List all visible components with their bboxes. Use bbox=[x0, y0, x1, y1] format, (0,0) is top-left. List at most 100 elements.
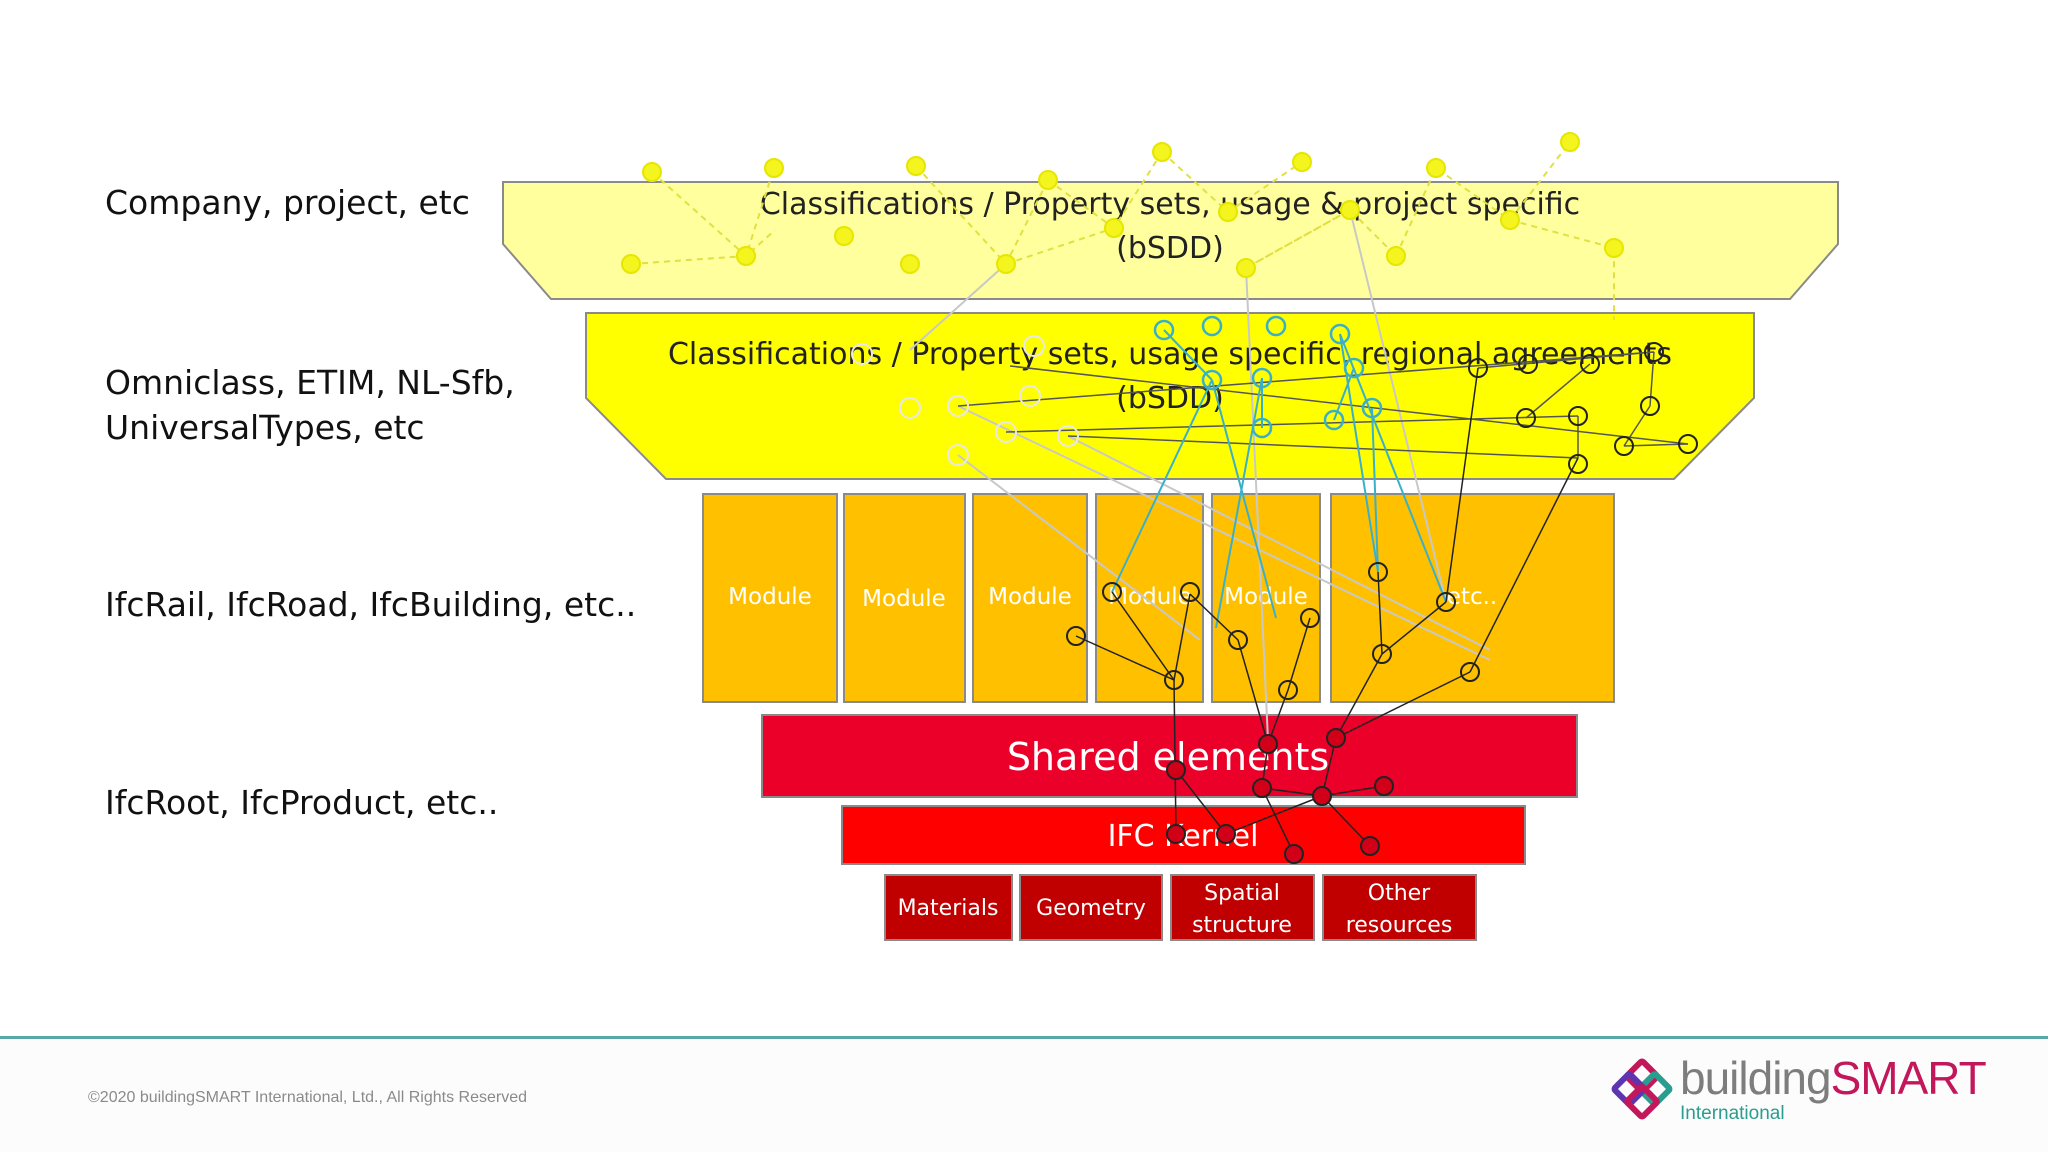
resource-label-structure: structure bbox=[1192, 913, 1292, 938]
link-line bbox=[909, 263, 1007, 351]
graph-node bbox=[1678, 434, 1698, 454]
copyright-text: ©2020 buildingSMART International, Ltd.,… bbox=[88, 1089, 527, 1106]
link-line bbox=[1005, 415, 1579, 433]
graph-node bbox=[1372, 644, 1392, 664]
layer-top-shape bbox=[502, 181, 1839, 300]
module-label: Module bbox=[728, 584, 812, 610]
graph-node bbox=[947, 444, 969, 466]
graph-node bbox=[1368, 562, 1388, 582]
layer-top-title: Classifications / Property sets, usage &… bbox=[760, 187, 1580, 222]
graph-node bbox=[1360, 836, 1380, 856]
graph-node bbox=[1340, 200, 1360, 220]
graph-node bbox=[1023, 335, 1045, 357]
graph-node bbox=[900, 254, 920, 274]
module-label: Module bbox=[1224, 584, 1308, 610]
link-line bbox=[1215, 377, 1263, 629]
module-label: Module bbox=[988, 584, 1072, 610]
graph-node bbox=[1284, 844, 1304, 864]
grey-lines bbox=[909, 209, 1491, 741]
resource-box bbox=[1322, 874, 1477, 941]
graph-node bbox=[642, 162, 662, 182]
graph-node bbox=[1292, 152, 1312, 172]
link-line bbox=[957, 351, 1655, 407]
resource-box bbox=[1019, 874, 1163, 941]
graph-node bbox=[1019, 385, 1041, 407]
link-line bbox=[1267, 617, 1311, 745]
buildingsmart-logo-icon bbox=[1611, 1058, 1673, 1120]
link-line bbox=[1067, 435, 1491, 651]
graph-node bbox=[1426, 158, 1446, 178]
footer-background bbox=[0, 1039, 2048, 1152]
link-line bbox=[1525, 363, 1591, 419]
mesh-line bbox=[1509, 219, 1615, 320]
graph-node bbox=[1180, 582, 1200, 602]
label-ifcroot-product: IfcRoot, IfcProduct, etc.. bbox=[105, 783, 499, 822]
graph-node bbox=[1152, 142, 1172, 162]
graph-node bbox=[1312, 786, 1332, 806]
graph-node bbox=[1153, 319, 1175, 341]
buildingsmart-logo: buildingSMART International bbox=[1610, 1052, 1987, 1125]
graph-node bbox=[1251, 367, 1273, 389]
footer-divider bbox=[0, 1036, 2048, 1039]
module-box bbox=[1211, 493, 1321, 703]
mesh-line bbox=[1047, 179, 1115, 229]
graph-node bbox=[947, 395, 969, 417]
graph-node bbox=[1329, 323, 1351, 345]
yellow-nodes bbox=[621, 132, 1624, 278]
graph-node bbox=[1326, 728, 1346, 748]
ifc-layer-diagram: Classifications / Property sets, usage &… bbox=[502, 132, 1839, 941]
graph-node bbox=[1460, 662, 1480, 682]
resource-box bbox=[884, 874, 1013, 941]
link-line bbox=[1009, 365, 1689, 445]
graph-node bbox=[1604, 238, 1624, 258]
graph-node bbox=[1568, 454, 1588, 474]
graph-node bbox=[906, 156, 926, 176]
module-box bbox=[1095, 493, 1204, 703]
graph-node bbox=[1518, 354, 1538, 374]
graph-node bbox=[1258, 734, 1278, 754]
resource-label-materials: Materials bbox=[898, 896, 999, 921]
graph-node bbox=[1218, 202, 1238, 222]
graph-node bbox=[1236, 258, 1256, 278]
link-line bbox=[1349, 209, 1447, 603]
graph-node bbox=[1300, 608, 1320, 628]
label-omniclass-etim: Omniclass, ETIM, NL-Sfb, UniversalTypes,… bbox=[105, 363, 515, 447]
link-line bbox=[1469, 457, 1579, 673]
link-line bbox=[1477, 351, 1655, 369]
dark-nodes bbox=[1066, 342, 1698, 700]
layer-top-subtitle: (bSDD) bbox=[1116, 231, 1224, 266]
logo-wordmark: buildingSMART bbox=[1680, 1051, 1987, 1105]
graph-node bbox=[764, 158, 784, 178]
graph-node bbox=[1343, 357, 1365, 379]
graph-node bbox=[1516, 408, 1536, 428]
mesh-line bbox=[1509, 141, 1571, 221]
link-line bbox=[1445, 367, 1479, 603]
modules-row: Module Module Module Module Module etc.. bbox=[702, 493, 1615, 703]
graph-node bbox=[1436, 592, 1456, 612]
link-line bbox=[957, 454, 1201, 641]
graph-node bbox=[1560, 132, 1580, 152]
graph-node bbox=[1640, 396, 1660, 416]
graph-node bbox=[1057, 425, 1079, 447]
mesh-line bbox=[1245, 209, 1351, 269]
graph-node bbox=[1104, 218, 1124, 238]
dark-lines bbox=[957, 351, 1689, 459]
cyan-nodes bbox=[1153, 315, 1383, 439]
white-nodes bbox=[851, 335, 1079, 466]
graph-node bbox=[1164, 670, 1184, 690]
graph-node bbox=[1361, 397, 1383, 419]
graph-node bbox=[1386, 246, 1406, 266]
graph-node bbox=[834, 226, 854, 246]
graph-node bbox=[1568, 406, 1588, 426]
graph-node bbox=[1201, 315, 1223, 337]
graph-node bbox=[1580, 354, 1600, 374]
graph-node bbox=[1323, 409, 1345, 431]
logo-word-smart: SMART bbox=[1830, 1052, 1987, 1104]
module-box bbox=[702, 493, 838, 703]
layer-second-title: Classifications / Property sets, usage s… bbox=[668, 337, 1672, 372]
resource-label-resources: resources bbox=[1346, 913, 1453, 938]
graph-node bbox=[1251, 417, 1273, 439]
graph-node bbox=[1500, 210, 1520, 230]
resources-row: Materials Geometry Spatial structure Oth… bbox=[884, 874, 1477, 941]
link-line bbox=[1111, 379, 1213, 593]
